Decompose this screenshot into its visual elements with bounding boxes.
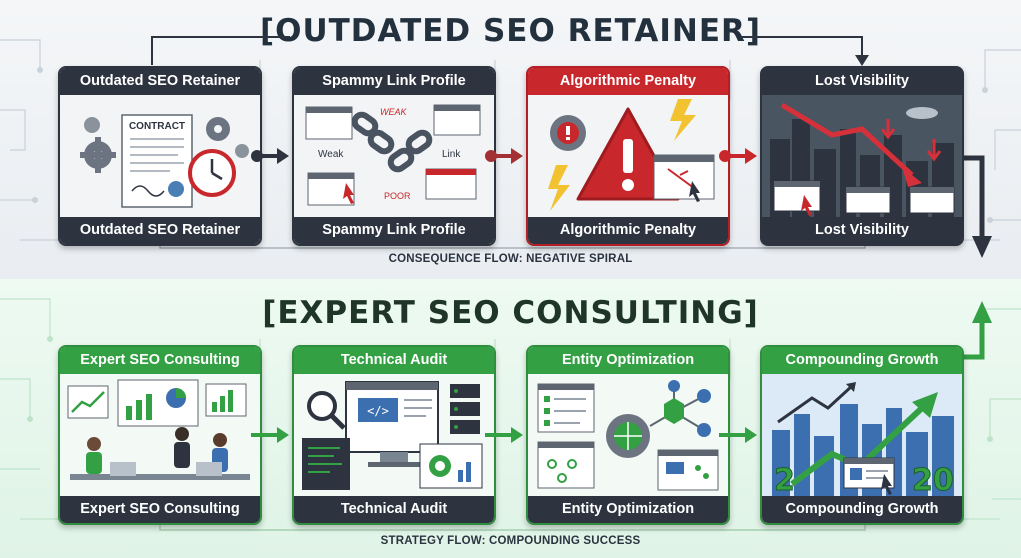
- consulting-team-illustration: [60, 374, 260, 496]
- cursor-icon: [689, 181, 700, 202]
- card-title: Entity Optimization: [528, 347, 728, 374]
- audit-illustration: </>: [294, 374, 494, 496]
- word-link: Link: [442, 149, 461, 160]
- card-title: Lost Visibility: [762, 68, 962, 95]
- contract-illustration: CONTRACT: [60, 95, 260, 217]
- card-technical-audit: Technical Audit </> Technical Audit: [292, 345, 496, 525]
- card-title: Compounding Growth: [762, 347, 962, 374]
- declining-city-illustration: [762, 95, 962, 217]
- card-title: Outdated SEO Retainer: [60, 68, 260, 95]
- expert-seo-section: [EXPERT SEO CONSULTING] Expert SEO Consu…: [0, 279, 1021, 558]
- card-outdated-seo-retainer: Outdated SEO Retainer CONTRACT Outdated …: [58, 66, 262, 246]
- word-poor: POOR: [384, 191, 411, 201]
- cube-icon: [664, 398, 684, 424]
- digits-left: 2: [774, 463, 795, 496]
- card-footer: Compounding Growth: [762, 496, 962, 523]
- declining-arrow-line: [780, 102, 914, 177]
- card-title: Spammy Link Profile: [294, 68, 494, 95]
- lightning-icon: [670, 99, 696, 141]
- growth-city-illustration: 2 20: [762, 374, 962, 496]
- person-icon: [86, 437, 102, 474]
- card-footer: Algorithmic Penalty: [528, 217, 728, 244]
- contract-text: CONTRACT: [129, 121, 185, 132]
- gear-alert-icon: [550, 115, 586, 151]
- clock-icon: [188, 149, 236, 197]
- globe-gear-icon: [606, 414, 650, 458]
- magnifier-icon: [307, 391, 346, 430]
- penalty-illustration: [528, 95, 728, 217]
- card-expert-seo-consulting: Expert SEO Consulting Expert SEO Consult…: [58, 345, 262, 525]
- broken-chain-illustration: WEAK Weak Link POOR: [294, 95, 494, 217]
- card-entity-optimization: Entity Optimization Entity Optimization: [526, 345, 730, 525]
- cursor-icon: [881, 474, 892, 495]
- lightning-icon: [548, 165, 570, 211]
- person-icon: [174, 427, 190, 468]
- cloud-icon: [906, 107, 938, 119]
- card-footer: Entity Optimization: [528, 496, 728, 523]
- outdated-seo-section: [OUTDATED SEO RETAINER] Outdated SEO Ret…: [0, 0, 1021, 279]
- card-title: Expert SEO Consulting: [60, 347, 260, 374]
- card-compounding-growth: Compounding Growth 2 20 Compounding Grow…: [760, 345, 964, 525]
- card-footer: Outdated SEO Retainer: [60, 217, 260, 244]
- card-footer: Spammy Link Profile: [294, 217, 494, 244]
- word-weak-red: WEAK: [380, 107, 408, 117]
- digits-right: 20: [912, 463, 954, 496]
- card-footer: Technical Audit: [294, 496, 494, 523]
- card-algorithmic-penalty: Algorithmic Penalty Algorithmic Penalty: [526, 66, 730, 246]
- bottom-banner-title: [EXPERT SEO CONSULTING]: [262, 295, 759, 331]
- gear-icon: [206, 117, 230, 141]
- server-icon: [450, 384, 480, 434]
- cursor-icon: [801, 195, 812, 216]
- card-title: Algorithmic Penalty: [528, 68, 728, 95]
- card-footer: Expert SEO Consulting: [60, 496, 260, 523]
- card-footer: Lost Visibility: [762, 217, 962, 244]
- card-title: Technical Audit: [294, 347, 494, 374]
- svg-text:</>: </>: [367, 404, 389, 418]
- strategy-flow-label: STRATEGY FLOW: COMPOUNDING SUCCESS: [380, 535, 641, 547]
- card-spammy-link-profile: Spammy Link Profile WEAK Weak Link POOR …: [292, 66, 496, 246]
- top-banner-title: [OUTDATED SEO RETAINER]: [259, 13, 762, 49]
- entity-graph-illustration: [528, 374, 728, 496]
- word-weak: Weak: [318, 149, 344, 160]
- gear-icon: [80, 137, 116, 173]
- card-lost-visibility: Lost Visibility Lost Visibility: [760, 66, 964, 246]
- consequence-flow-label: CONSEQUENCE FLOW: NEGATIVE SPIRAL: [388, 253, 633, 265]
- cursor-icon: [343, 183, 354, 204]
